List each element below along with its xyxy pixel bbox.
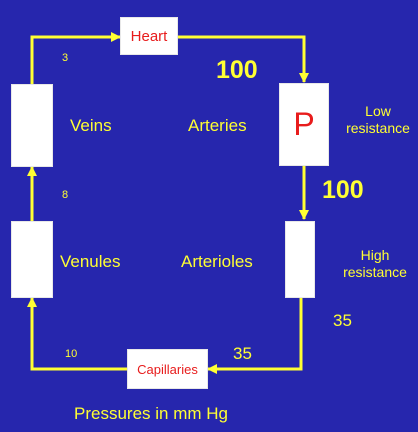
arrow-arterioles-to-capillaries bbox=[207, 298, 303, 374]
veins-label: Veins bbox=[70, 116, 112, 135]
high-resistance-line-1: High bbox=[360, 247, 390, 263]
high-resistance-line-2: resistance bbox=[343, 264, 407, 280]
pressure-arterioles-out: 35 bbox=[333, 311, 352, 330]
capillaries-label: Capillaries bbox=[137, 361, 198, 377]
arterioles-label: Arterioles bbox=[181, 252, 253, 271]
arrow-heart-to-arteries bbox=[178, 35, 309, 83]
venules-label: Venules bbox=[60, 252, 121, 271]
arrow-capillaries-to-venules bbox=[27, 297, 127, 371]
pressure-venules-out: 8 bbox=[62, 189, 69, 201]
pressure-arteries-out: 100 bbox=[322, 176, 364, 204]
capillaries-box: Capillaries bbox=[127, 349, 208, 389]
pressure-veins-out: 3 bbox=[62, 52, 69, 64]
high-resistance-label: High resistance bbox=[335, 247, 415, 281]
pump-box: P bbox=[279, 83, 329, 166]
heart-box: Heart bbox=[120, 17, 178, 55]
pressure-capillaries-in: 35 bbox=[233, 344, 252, 363]
caption: Pressures in mm Hg bbox=[74, 404, 228, 423]
arrow-veins-to-heart bbox=[30, 32, 121, 84]
venules-box bbox=[11, 221, 53, 298]
arteries-label: Arteries bbox=[188, 116, 247, 135]
pressure-heart-out: 100 bbox=[216, 56, 258, 84]
low-resistance-line-1: Low bbox=[365, 103, 391, 119]
heart-label: Heart bbox=[130, 27, 168, 45]
pump-label: P bbox=[293, 106, 315, 142]
veins-box bbox=[11, 84, 53, 167]
low-resistance-line-2: resistance bbox=[346, 120, 410, 136]
arterioles-box bbox=[285, 221, 315, 298]
pressure-capillaries-out: 10 bbox=[65, 348, 78, 360]
low-resistance-label: Low resistance bbox=[338, 103, 418, 137]
